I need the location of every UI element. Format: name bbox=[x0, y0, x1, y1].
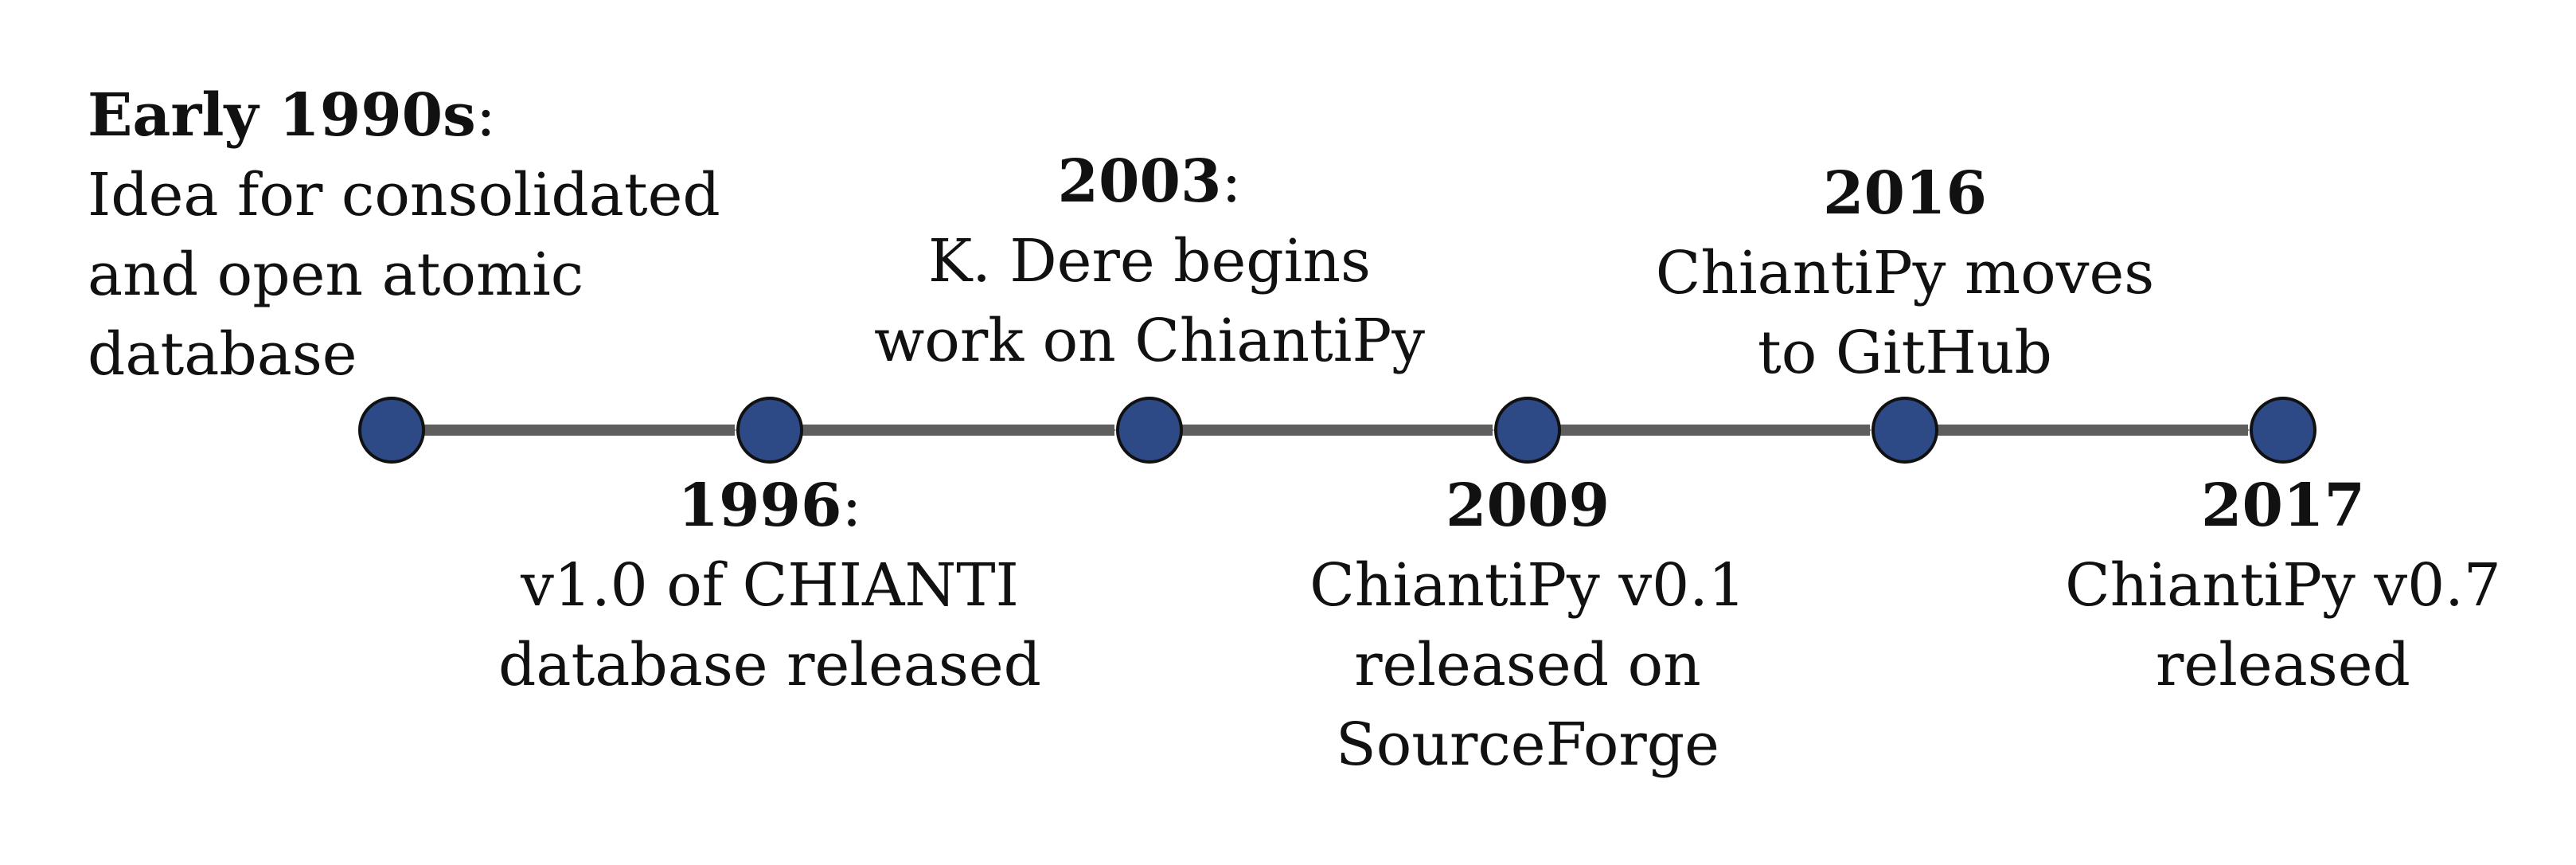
timeline-nodes bbox=[358, 397, 2316, 464]
timeline-node bbox=[2250, 397, 2316, 464]
event-label-2003: 2003: K. Dere begins work on ChiantiPy bbox=[874, 142, 1425, 381]
timeline-node bbox=[736, 397, 803, 464]
event-text-line: and open atomic bbox=[88, 241, 584, 309]
event-text-line: database bbox=[88, 320, 357, 389]
event-text-line: ChiantiPy moves bbox=[1655, 239, 2155, 307]
timeline-node bbox=[1494, 397, 1561, 464]
event-text-line: ChiantiPy v0.1 bbox=[1309, 551, 1746, 620]
event-text-line: K. Dere begins bbox=[928, 227, 1371, 296]
event-text-line: work on ChiantiPy bbox=[873, 307, 1426, 375]
event-year: 2009 bbox=[1446, 472, 1610, 540]
event-year: 2017 bbox=[2201, 472, 2365, 540]
event-label-1996: 1996: v1.0 of CHIANTI database released bbox=[498, 466, 1041, 705]
event-text-line: released bbox=[2156, 631, 2410, 699]
event-year: Early 1990s bbox=[88, 81, 476, 150]
timeline-node bbox=[358, 397, 425, 464]
event-label-early-1990s: Early 1990s: Idea for consolidated and o… bbox=[88, 76, 720, 394]
event-label-2016: 2016 ChiantiPy moves to GitHub bbox=[1656, 154, 2155, 393]
event-label-2017: 2017 ChiantiPy v0.7 released bbox=[2065, 466, 2501, 705]
event-text-line: released on bbox=[1354, 631, 1701, 699]
event-year: 2016 bbox=[1823, 159, 1987, 228]
event-year-suffix: : bbox=[841, 472, 862, 540]
event-text-line: to GitHub bbox=[1758, 319, 2052, 387]
timeline-node bbox=[1872, 397, 1938, 464]
event-text-line: Idea for consolidated bbox=[88, 161, 720, 229]
event-year: 2003 bbox=[1057, 147, 1222, 216]
timeline-node bbox=[1116, 397, 1183, 464]
event-year-suffix: : bbox=[1221, 147, 1242, 216]
event-year-suffix: : bbox=[475, 81, 496, 150]
event-label-2009: 2009 ChiantiPy v0.1 released on SourceFo… bbox=[1309, 466, 1746, 785]
event-text-line: database released bbox=[498, 631, 1042, 699]
event-year: 1996 bbox=[677, 472, 842, 540]
event-text-line: SourceForge bbox=[1336, 710, 1719, 779]
event-text-line: v1.0 of CHIANTI bbox=[521, 551, 1019, 620]
event-text-line: ChiantiPy v0.7 bbox=[2065, 551, 2501, 620]
